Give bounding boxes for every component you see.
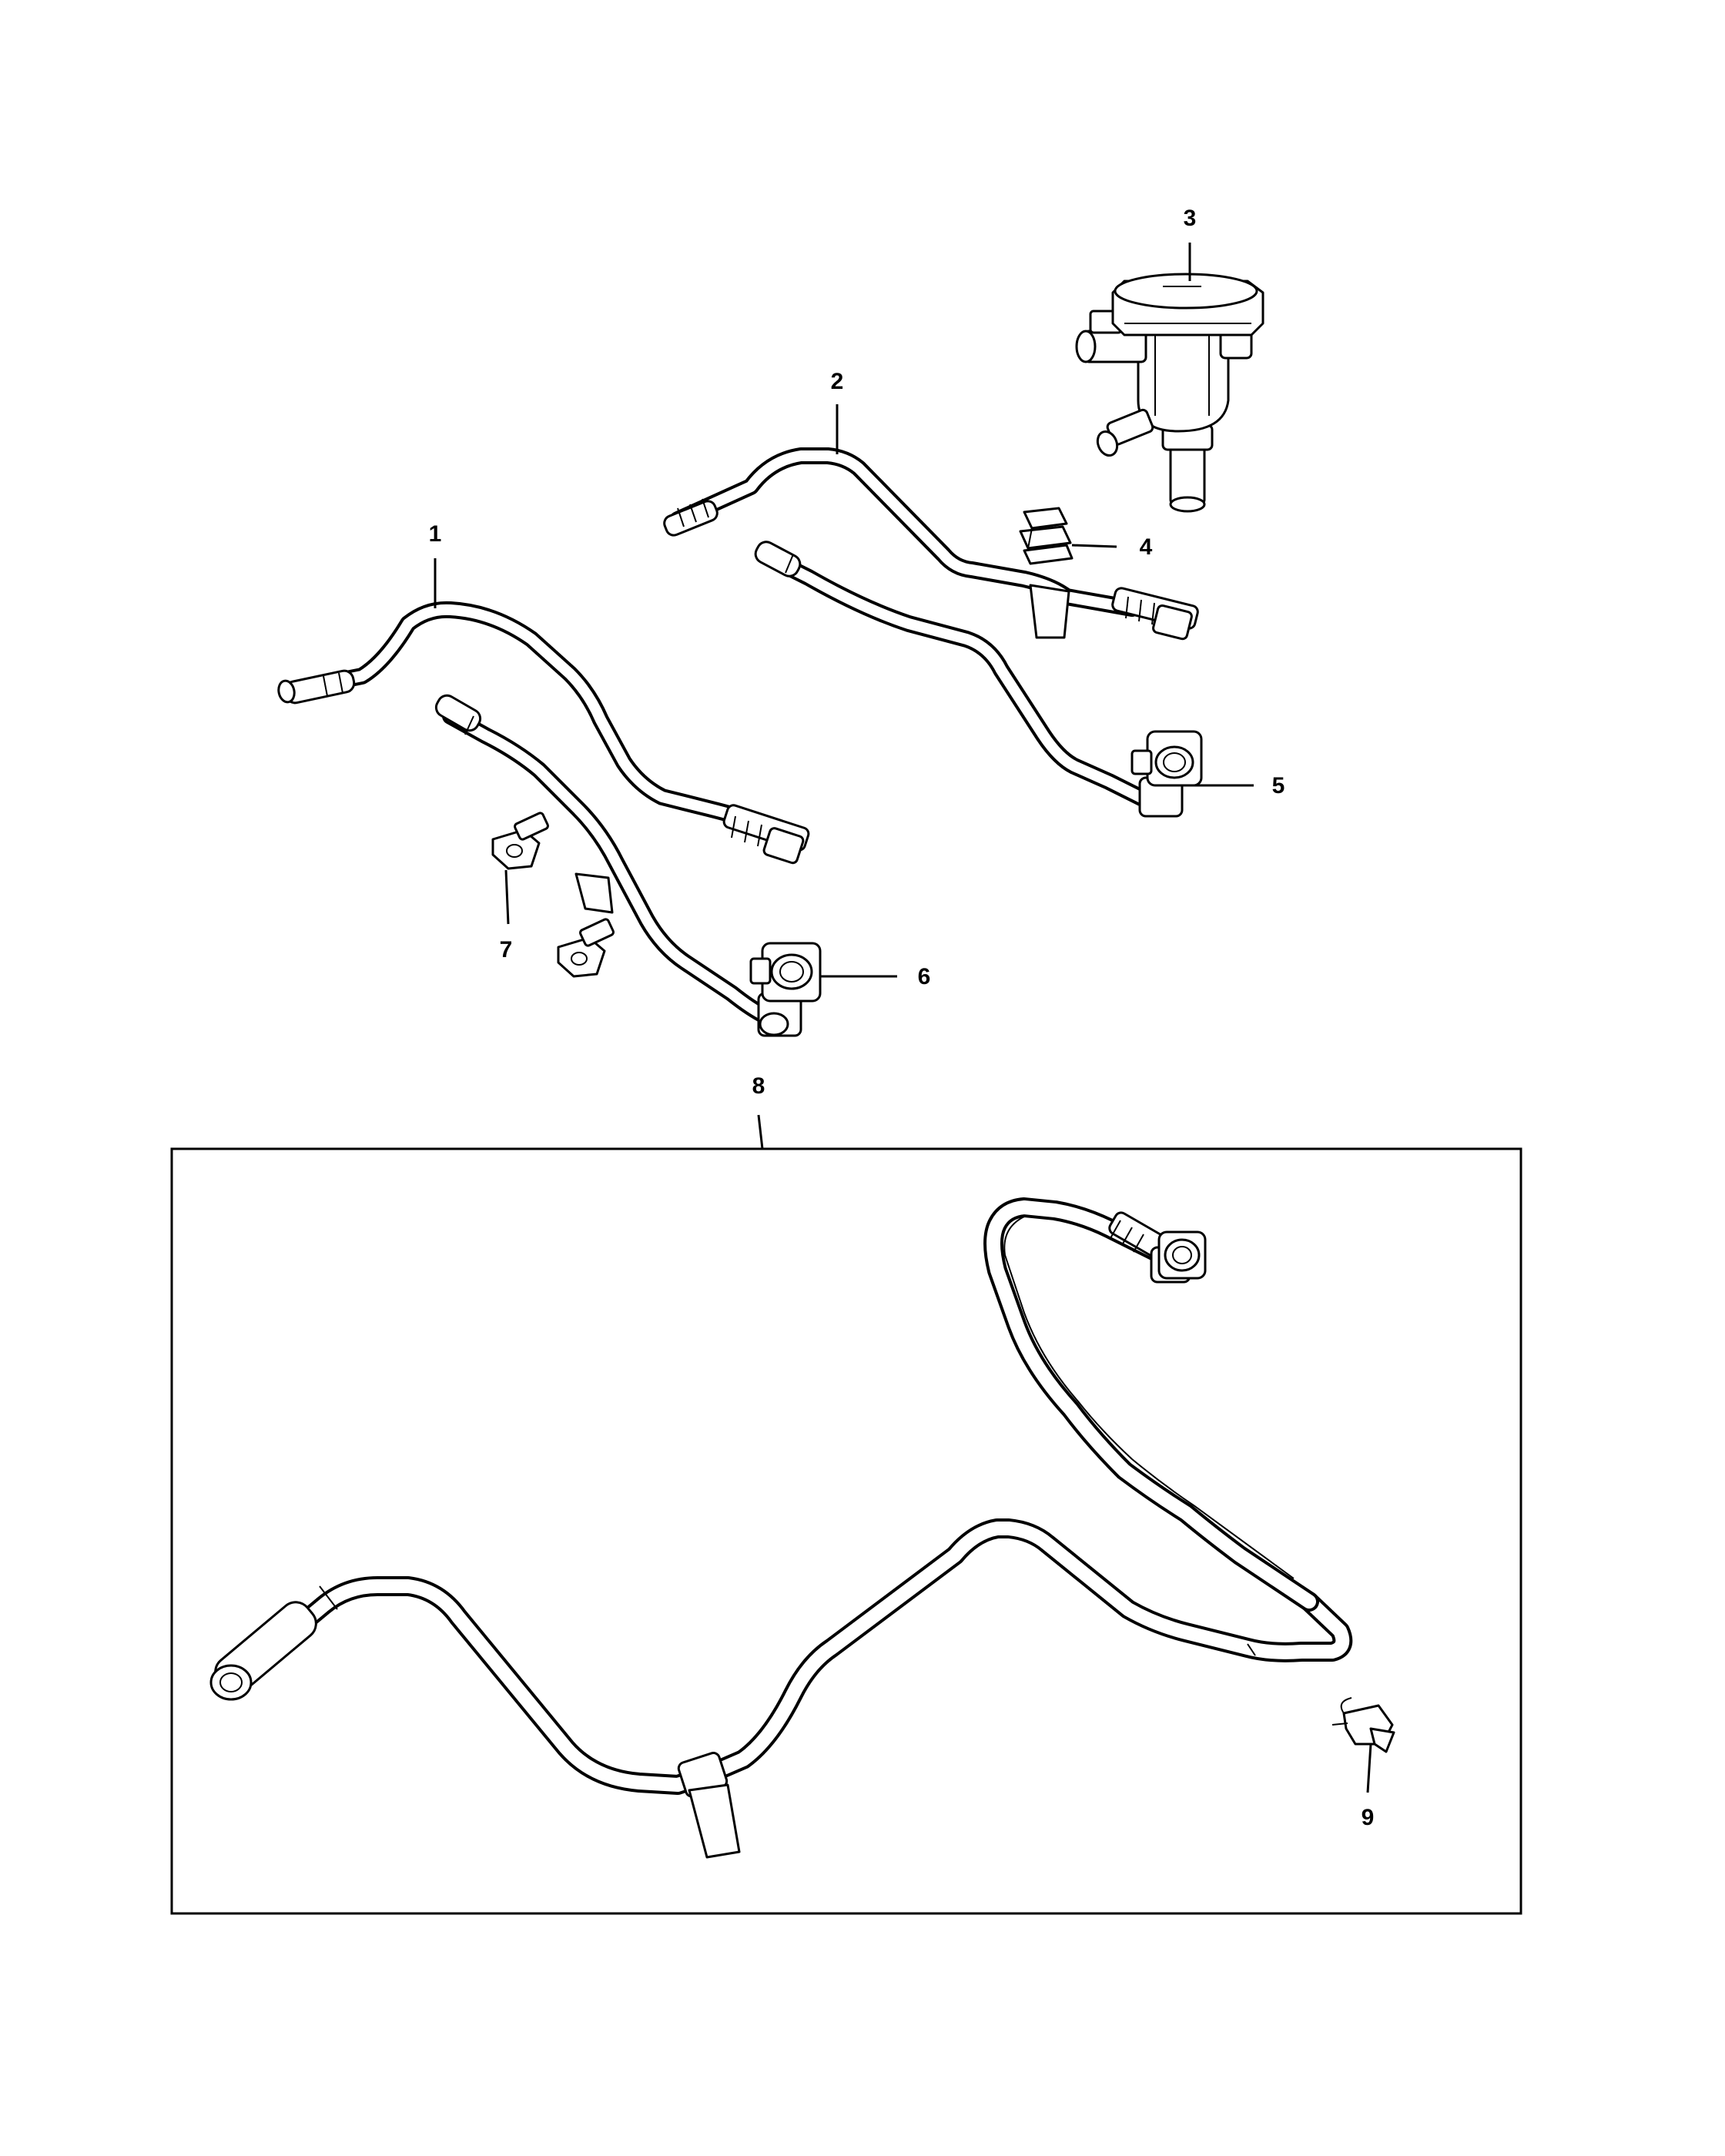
callout-6: 6 [918, 964, 931, 989]
leader-7 [504, 869, 510, 925]
part-9-clip [1331, 1697, 1395, 1753]
callout-3: 3 [1184, 206, 1197, 231]
part-2-vent-line [663, 447, 1199, 641]
leader-8 [757, 1114, 764, 1150]
callout-9: 9 [1362, 1805, 1375, 1830]
part-6-vapor-line [434, 694, 822, 1037]
callout-4: 4 [1140, 534, 1153, 560]
part-4-clip [1019, 507, 1074, 565]
callout-2: 2 [831, 369, 844, 394]
leader-4 [1071, 544, 1117, 548]
part-3-purge-valve [1075, 273, 1264, 513]
part-1-vent-line [277, 601, 810, 865]
leader-9 [1366, 1743, 1372, 1793]
part-7-clips [491, 812, 615, 978]
callout-7: 7 [500, 937, 513, 962]
callout-5: 5 [1272, 773, 1285, 798]
callout-1: 1 [429, 521, 442, 547]
part-5-vapor-line [754, 541, 1203, 818]
part-8-vapor-tube [209, 1197, 1353, 1859]
callout-8: 8 [752, 1073, 765, 1099]
part-8-frame [170, 1147, 1522, 1915]
